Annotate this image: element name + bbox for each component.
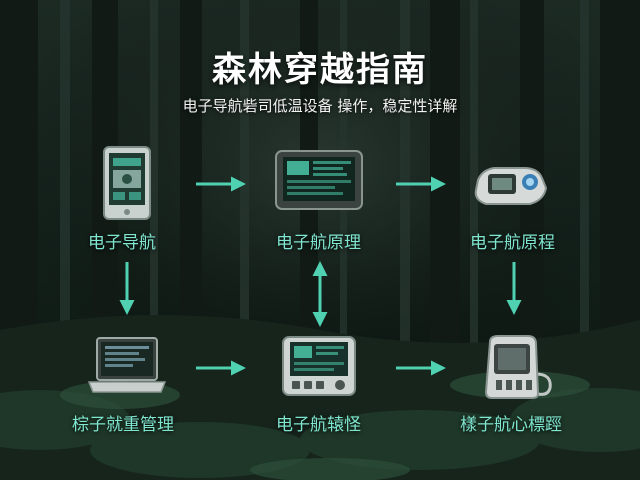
node-label: 樣子航心標踁 (460, 415, 562, 435)
tablet-icon (103, 146, 151, 224)
kiosk-device-icon (484, 334, 554, 404)
node-label: 电子航辕怪 (276, 415, 361, 435)
node-label: 电子航原理 (276, 233, 361, 253)
page-title: 森林穿越指南 (212, 50, 428, 90)
page-subtitle: 电子导航砦司低温设备 操作，稳定性详解 (182, 97, 458, 115)
node-label: 棕子就重管理 (72, 415, 174, 435)
handheld-device-icon (282, 336, 356, 400)
node-label: 电子航原程 (470, 233, 555, 253)
node-label: 电子导航 (88, 233, 156, 253)
laptop-icon (87, 336, 167, 400)
gps-device-icon (472, 160, 552, 212)
monitor-icon (275, 150, 363, 214)
